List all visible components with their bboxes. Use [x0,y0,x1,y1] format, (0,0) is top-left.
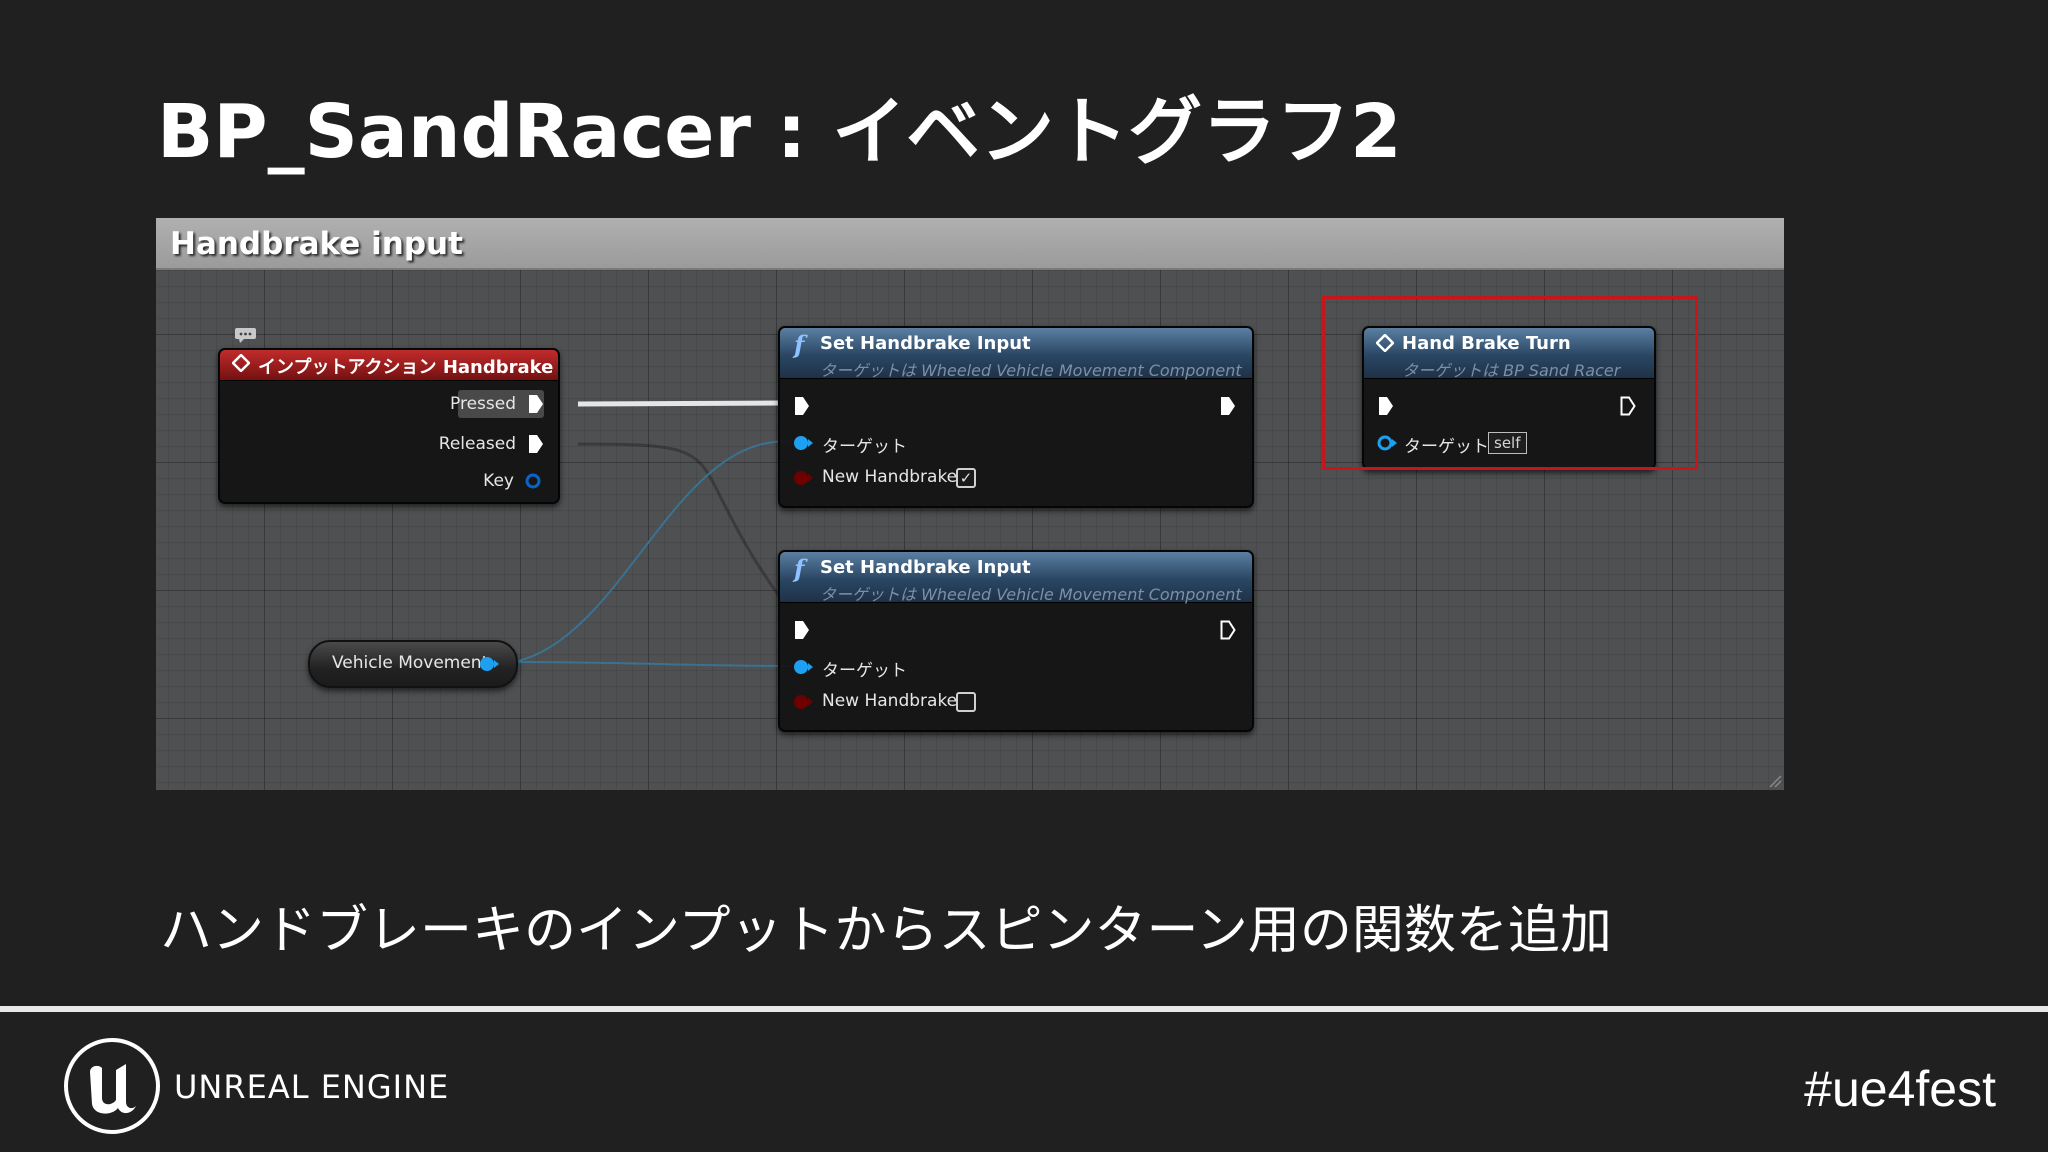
blueprint-graph-panel[interactable]: Handbrake input インプットアクション Handbrake Pre… [156,218,1784,790]
vehicle-movement-variable-node[interactable]: Vehicle Movement [308,640,518,688]
set-handbrake-title-2: Set Handbrake Input [820,557,1031,578]
footer-divider [0,1006,2048,1012]
set-handbrake-subtitle-2: ターゲットは Wheeled Vehicle Movement Componen… [820,585,1242,604]
target-label: ターゲット [822,437,907,457]
bool-pin[interactable] [792,693,814,711]
target-object-pin-unconnected[interactable] [1376,434,1398,452]
bool-pin[interactable] [792,469,814,487]
new-handbrake-checkbox-checked[interactable]: ✓ [956,468,976,488]
object-wire-target-2 [513,661,797,667]
exec-wire-released [577,442,798,619]
engine-name: UNREAL ENGINE [174,1068,450,1106]
exec-out-pin-unconnected[interactable] [1620,396,1636,416]
set-handbrake-input-node-2[interactable]: f Set Handbrake Input ターゲットは Wheeled Veh… [778,550,1254,732]
object-out-pin[interactable] [478,655,500,673]
input-action-node[interactable]: インプットアクション Handbrake Pressed Released Ke… [218,348,560,504]
input-action-header: インプットアクション Handbrake [220,350,558,381]
comment-title: Handbrake input [170,226,463,262]
pin-released-label: Released [438,434,516,454]
event-diamond-icon [232,354,250,372]
new-handbrake-checkbox-unchecked[interactable] [956,692,976,712]
new-handbrake-label: New Handbrake [822,691,958,711]
function-icon: f [794,330,805,359]
object-wire-target-1 [513,440,797,663]
exec-in-pin[interactable] [794,396,810,416]
key-struct-pin[interactable] [524,472,542,490]
set-handbrake-header-2: f Set Handbrake Input ターゲットは Wheeled Veh… [780,552,1252,604]
slide-title: BP_SandRacer : イベントグラフ2 [157,89,1402,175]
exec-out-pin-released[interactable] [528,434,544,454]
unreal-engine-logo-icon [64,1038,160,1134]
highlight-box [1322,296,1698,470]
target-label: ターゲット [822,661,907,681]
target-label: ターゲット [1404,437,1489,457]
exec-out-pin-unconnected[interactable] [1220,620,1236,640]
input-action-title: インプットアクション Handbrake [258,357,554,378]
hand-brake-turn-title: Hand Brake Turn [1402,333,1571,354]
hand-brake-turn-subtitle: ターゲットは BP Sand Racer [1402,361,1621,380]
exec-out-pin[interactable] [1220,396,1236,416]
function-icon: f [794,554,805,583]
function-diamond-icon [1376,334,1394,352]
exec-out-pin-pressed[interactable] [528,394,544,414]
set-handbrake-input-node-1[interactable]: f Set Handbrake Input ターゲットは Wheeled Veh… [778,326,1254,508]
target-object-pin[interactable] [792,658,814,676]
pin-pressed-label: Pressed [450,394,516,414]
hand-brake-turn-header: Hand Brake Turn ターゲットは BP Sand Racer [1364,328,1654,380]
target-object-pin[interactable] [792,434,814,452]
exec-in-pin[interactable] [1378,396,1394,416]
set-handbrake-title-1: Set Handbrake Input [820,333,1031,354]
target-default-self[interactable]: self [1488,432,1527,454]
exec-in-pin[interactable] [794,620,810,640]
new-handbrake-label: New Handbrake [822,467,958,487]
hashtag: #ue4fest [1804,1061,1996,1117]
set-handbrake-header-1: f Set Handbrake Input ターゲットは Wheeled Veh… [780,328,1252,380]
slide-caption: ハンドブレーキのインプットからスピンターン用の関数を追加 [160,901,1612,961]
set-handbrake-subtitle-1: ターゲットは Wheeled Vehicle Movement Componen… [820,361,1242,380]
resize-grip-icon[interactable] [1768,774,1782,788]
pin-key-label: Key [483,471,514,491]
vehicle-movement-label: Vehicle Movement [332,653,489,673]
comment-header[interactable]: Handbrake input [156,218,1784,270]
graph-wires [513,400,798,667]
comment-bubble-icon[interactable] [235,328,256,343]
exec-wire [577,400,779,407]
